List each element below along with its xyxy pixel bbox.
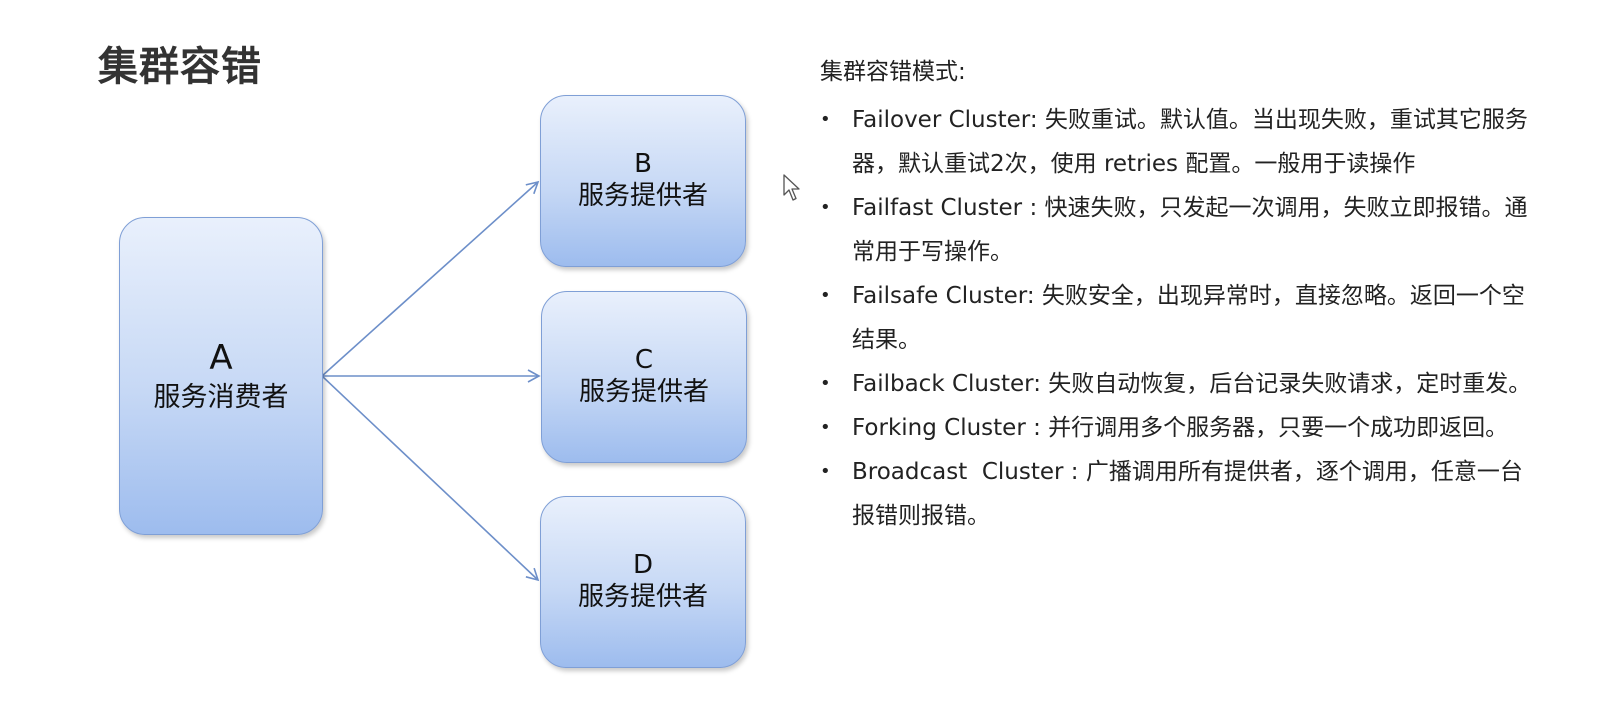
mode-item-failover: • Failover Cluster: 失败重试。默认值。当出现失败，重试其它服… bbox=[820, 98, 1545, 186]
mode-separator: : bbox=[1025, 415, 1041, 441]
node-a-role: 服务消费者 bbox=[153, 381, 289, 413]
mode-description: 广播调用所有提供者，逐个调用，任意一台报错则报错。 bbox=[852, 459, 1523, 529]
bullet-icon: • bbox=[820, 285, 831, 306]
bullet-icon: • bbox=[820, 197, 831, 218]
node-c-id: C bbox=[634, 344, 654, 375]
mode-description: 失败安全，出现异常时，直接忽略。返回一个空结果。 bbox=[852, 283, 1525, 353]
mode-separator: : bbox=[1063, 459, 1079, 485]
node-b-id: B bbox=[634, 148, 652, 179]
mode-description: 失败重试。默认值。当出现失败，重试其它服务器，默认重试2次，使用 retries… bbox=[852, 107, 1528, 177]
node-a-service-consumer: A 服务消费者 bbox=[119, 217, 323, 535]
node-c-role: 服务提供者 bbox=[578, 377, 709, 408]
mode-separator: : bbox=[1033, 371, 1041, 397]
mode-item-failsafe: • Failsafe Cluster: 失败安全，出现异常时，直接忽略。返回一个… bbox=[820, 274, 1545, 362]
mode-list: • Failover Cluster: 失败重试。默认值。当出现失败，重试其它服… bbox=[820, 98, 1545, 538]
mode-description: 快速失败，只发起一次调用，失败立即报错。通常用于写操作。 bbox=[852, 195, 1528, 265]
bullet-icon: • bbox=[820, 461, 831, 482]
mode-name: Failfast Cluster bbox=[852, 195, 1023, 221]
mode-name: Failsafe Cluster bbox=[852, 283, 1027, 309]
mode-item-broadcast: • Broadcast Cluster : 广播调用所有提供者，逐个调用，任意一… bbox=[820, 450, 1545, 538]
bullet-icon: • bbox=[820, 373, 831, 394]
edge-a-to-b bbox=[321, 180, 540, 377]
notes-heading: 集群容错模式: bbox=[820, 59, 966, 85]
mode-name: Failback Cluster bbox=[852, 371, 1034, 397]
node-d-role: 服务提供者 bbox=[577, 582, 708, 613]
edge-a-to-d bbox=[321, 375, 540, 582]
node-a-id: A bbox=[209, 338, 233, 379]
mode-description: 失败自动恢复，后台记录失败请求，定时重发。 bbox=[1048, 371, 1532, 397]
node-c-service-provider: C 服务提供者 bbox=[541, 291, 747, 463]
fault-tolerance-notes: 集群容错模式: • Failover Cluster: 失败重试。默认值。当出现… bbox=[820, 54, 1545, 538]
cluster-diagram: A 服务消费者 B 服务提供者 C 服务提供者 D 服务提供者 bbox=[119, 95, 747, 668]
mode-item-failfast: • Failfast Cluster : 快速失败，只发起一次调用，失败立即报错… bbox=[820, 186, 1545, 274]
node-d-id: D bbox=[632, 549, 654, 580]
mode-description: 并行调用多个服务器，只要一个成功即返回。 bbox=[1048, 415, 1509, 441]
page-title: 集群容错 bbox=[98, 44, 262, 90]
mode-item-forking: • Forking Cluster : 并行调用多个服务器，只要一个成功即返回。 bbox=[820, 406, 1545, 450]
mode-separator: : bbox=[1022, 195, 1038, 221]
node-b-service-provider: B 服务提供者 bbox=[540, 95, 746, 267]
mode-separator: : bbox=[1029, 107, 1038, 133]
mode-item-failback: • Failback Cluster: 失败自动恢复，后台记录失败请求，定时重发… bbox=[820, 362, 1545, 406]
mode-name: Broadcast Cluster bbox=[852, 459, 1064, 485]
arrow-pointer-icon bbox=[783, 174, 800, 201]
mode-name: Failover Cluster bbox=[852, 107, 1030, 133]
mode-name: Forking Cluster bbox=[852, 415, 1026, 441]
bullet-icon: • bbox=[820, 109, 831, 130]
node-d-service-provider: D 服务提供者 bbox=[540, 496, 746, 668]
diagram-edges bbox=[321, 180, 541, 582]
bullet-icon: • bbox=[820, 417, 831, 438]
node-b-role: 服务提供者 bbox=[577, 181, 708, 212]
mode-separator: : bbox=[1026, 283, 1035, 309]
